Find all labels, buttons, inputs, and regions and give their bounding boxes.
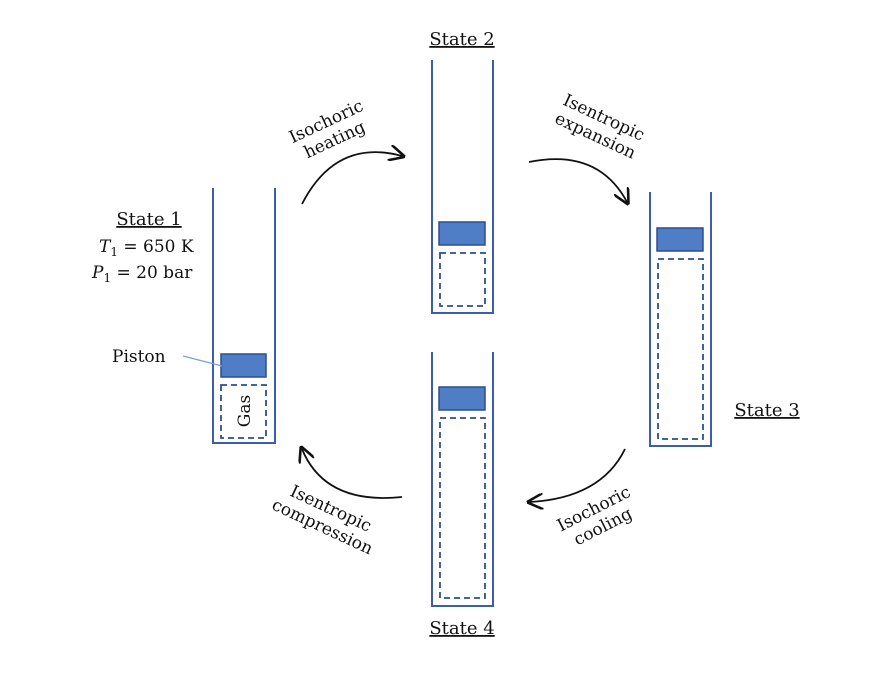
state4-gas-region <box>439 417 486 599</box>
state1-title: State 1 <box>116 209 181 230</box>
p-value: = 20 bar <box>111 263 193 283</box>
state1-cylinder-wall <box>212 188 276 444</box>
arrow-4-to-1 <box>302 449 403 499</box>
state3-cylinder: State 3 <box>649 192 800 447</box>
state3-cylinder-wall <box>649 192 712 447</box>
state2-cylinder: State 2 <box>429 29 495 314</box>
state4-piston <box>438 386 486 411</box>
p-symbol: P <box>91 263 104 283</box>
state4-cylinder: State 4 <box>429 352 495 639</box>
t-value: = 650 K <box>118 237 194 257</box>
state1-pressure: P1 = 20 bar <box>91 263 193 285</box>
t-symbol: T <box>99 237 112 257</box>
arrow-2-to-3 <box>528 158 627 202</box>
state2-title: State 2 <box>429 29 494 50</box>
gas-label: Gas <box>235 395 255 427</box>
arrow-1-to-2 <box>301 152 402 205</box>
state2-piston <box>438 221 486 246</box>
state3-piston <box>656 227 704 252</box>
piston-label: Piston <box>112 347 166 367</box>
piston-leader-line <box>182 355 223 367</box>
state2-cylinder-wall <box>431 60 494 314</box>
process-label-1-2: Isochoric heating <box>286 96 369 163</box>
process-label-4-1: Isentropic compression <box>269 481 376 559</box>
process-label-3-4: Isochoric cooling <box>554 482 636 550</box>
p-subscript: 1 <box>103 271 111 285</box>
process-label-2-3: Isentropic expansion <box>552 90 648 163</box>
state3-title: State 3 <box>734 400 799 421</box>
state1-conditions: State 1 T1 = 650 K P1 = 20 bar <box>91 209 194 285</box>
state1-gas-region <box>220 384 267 439</box>
t-subscript: 1 <box>110 245 118 259</box>
state3-gas-region <box>657 258 704 440</box>
state1-temperature: T1 = 650 K <box>99 237 194 259</box>
state4-title: State 4 <box>429 618 494 639</box>
arrow-3-to-4 <box>530 448 626 502</box>
state2-gas-region <box>439 252 486 307</box>
state4-cylinder-wall <box>431 352 494 607</box>
state1-piston <box>220 353 267 378</box>
state1-cylinder: Gas Piston <box>112 188 276 444</box>
